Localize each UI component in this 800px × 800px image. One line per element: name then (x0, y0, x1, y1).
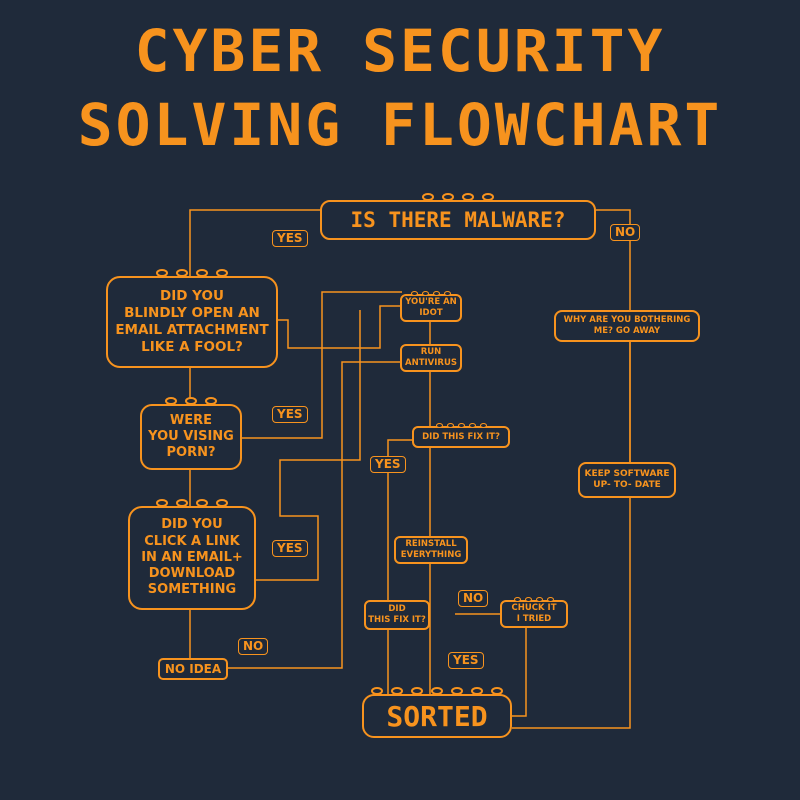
connector-chuck-sorted (512, 628, 527, 717)
node-email-attachment: DID YOU BLINDLY OPEN AN EMAIL ATTACHMENT… (106, 269, 278, 368)
connector-noidea-antivirus (228, 361, 402, 669)
node-no-idea: NO IDEA (158, 658, 228, 680)
node-visiting-porn: WERE YOU VISING PORN? (140, 397, 242, 470)
binder-rings (322, 193, 594, 201)
node-label: WERE YOU VISING PORN? (148, 412, 234, 461)
node-is-there-malware: IS THERE MALWARE? (320, 193, 596, 240)
connector-attachment-idiot (277, 305, 402, 349)
title-line-1: CYBER SECURITY (134, 17, 666, 85)
binder-rings (414, 423, 508, 428)
label-yes-porn: YES (272, 406, 308, 424)
node-did-this-fix-it-2: DID THIS FIX IT? (364, 600, 430, 630)
label-no-link: NO (238, 638, 269, 656)
label-yes-malware: YES (272, 230, 308, 248)
node-reinstall-everything: REINSTALL EVERYTHING (394, 536, 468, 564)
node-label: DID YOU CLICK A LINK IN AN EMAIL+ DOWNLO… (141, 517, 243, 598)
node-label: CHUCK IT I TRIED (511, 603, 557, 624)
label-yes-fix1: YES (370, 456, 406, 474)
node-sorted: SORTED (362, 687, 512, 738)
label-yes-link: YES (272, 540, 308, 558)
connector-porn-idiot (240, 291, 402, 439)
node-click-link: DID YOU CLICK A LINK IN AN EMAIL+ DOWNLO… (128, 499, 256, 610)
node-label: WHY ARE YOU BOTHERING ME? GO AWAY (563, 315, 691, 336)
binder-rings (130, 499, 254, 507)
node-label: DID THIS FIX IT? (368, 604, 426, 625)
node-keep-software-updated: KEEP SOFTWARE UP- TO- DATE (578, 462, 676, 498)
node-run-antivirus: RUN ANTIVIRUS (400, 344, 462, 372)
connector-link-antivirus (255, 310, 361, 581)
node-label: RUN ANTIVIRUS (405, 347, 457, 368)
node-label: SORTED (386, 699, 488, 733)
node-why-bothering: WHY ARE YOU BOTHERING ME? GO AWAY (554, 310, 700, 342)
node-label: DID THIS FIX IT? (422, 431, 500, 442)
connector-fix1-sorted (387, 439, 412, 700)
node-label: REINSTALL EVERYTHING (400, 539, 462, 560)
binder-rings (402, 291, 460, 296)
node-label: KEEP SOFTWARE UP- TO- DATE (584, 468, 670, 490)
node-label: YOU'RE AN IDOT (405, 297, 457, 318)
label-no-malware: NO (610, 224, 641, 242)
binder-rings (142, 397, 240, 405)
binder-rings (364, 687, 510, 695)
node-youre-an-idiot: YOU'RE AN IDOT (400, 291, 462, 322)
node-label: IS THERE MALWARE? (350, 207, 566, 232)
label-no-fix2: NO (458, 590, 489, 608)
node-chuck-it: CHUCK IT I TRIED (500, 597, 568, 628)
connector-malware-yes (189, 209, 322, 276)
binder-rings (108, 269, 276, 277)
node-label: NO IDEA (164, 661, 222, 676)
title-line-2: SOLVING FLOWCHART (77, 91, 723, 159)
label-yes-fix2: YES (448, 652, 484, 670)
node-did-this-fix-it-1: DID THIS FIX IT? (412, 423, 510, 448)
binder-rings (502, 597, 566, 602)
node-label: DID YOU BLINDLY OPEN AN EMAIL ATTACHMENT… (115, 288, 269, 355)
